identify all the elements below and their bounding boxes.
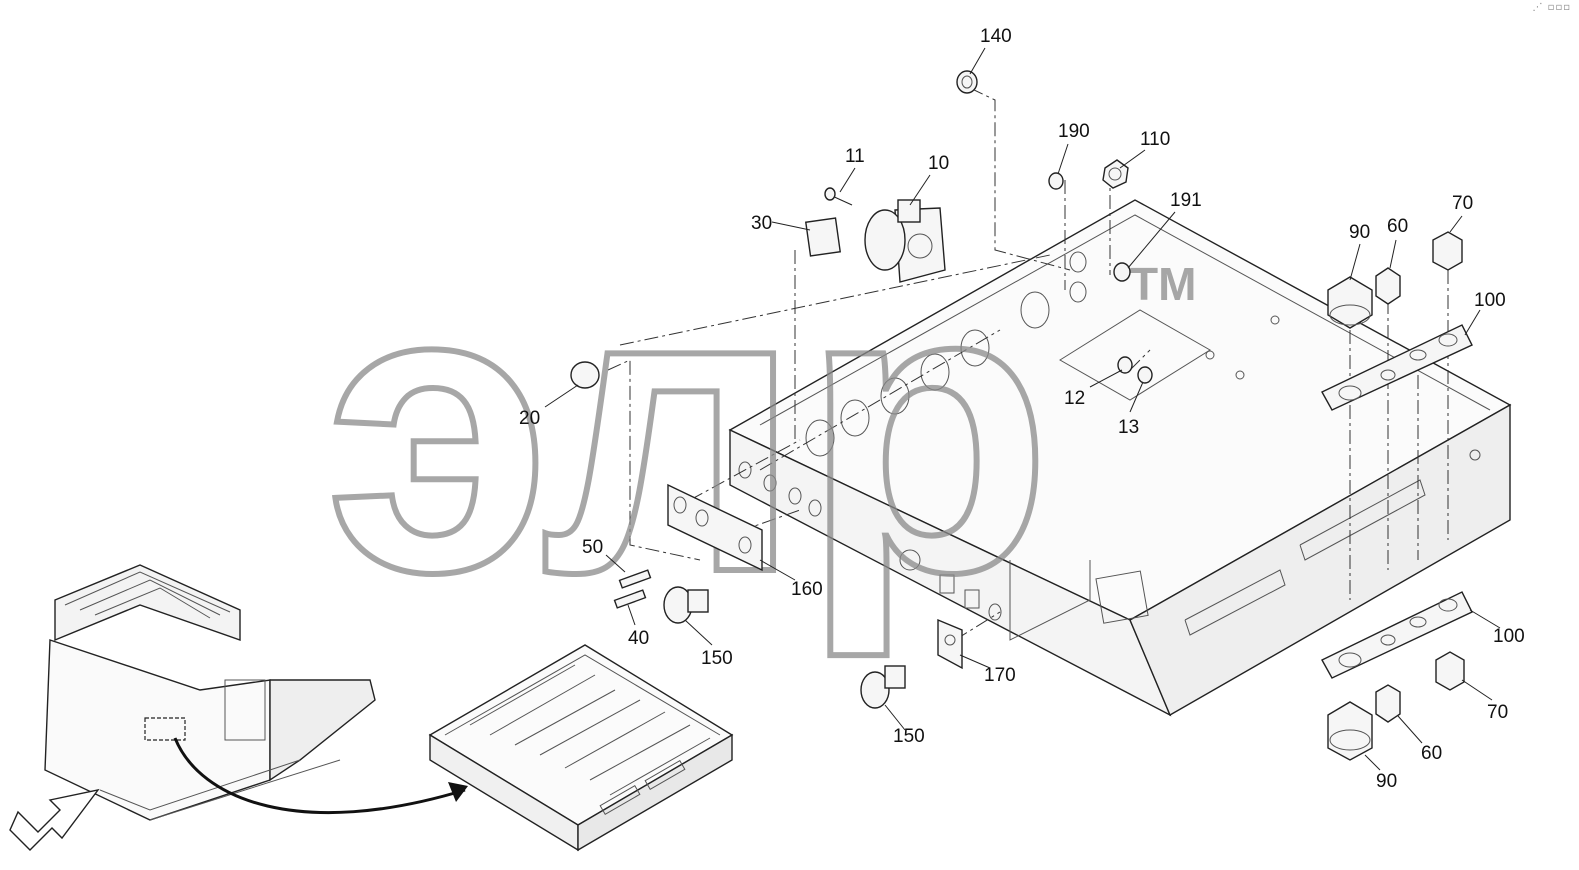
part-20-cap — [570, 361, 600, 389]
callout-70-top: 70 — [1452, 193, 1473, 214]
callout-150-a: 150 — [701, 648, 733, 669]
callout-10: 10 — [928, 153, 949, 174]
callout-30: 30 — [751, 213, 772, 234]
part-12-washer — [1117, 356, 1133, 374]
callout-190: 190 — [1058, 121, 1090, 142]
part-100-plate-top — [1321, 324, 1473, 411]
part-140-grommet — [956, 70, 978, 94]
callout-20: 20 — [519, 408, 540, 429]
callout-60-bottom: 60 — [1421, 743, 1442, 764]
part-110-nut — [1102, 159, 1129, 189]
part-50-fuse — [618, 569, 652, 589]
callout-11: 11 — [845, 146, 865, 167]
cabinet-overview — [428, 644, 734, 852]
callout-110: 110 — [1140, 129, 1170, 150]
callout-50: 50 — [582, 537, 603, 558]
callout-100-top: 100 — [1474, 290, 1506, 311]
machine-overview — [44, 564, 376, 821]
part-190-nut — [1048, 172, 1064, 190]
callout-100-bottom: 100 — [1493, 626, 1525, 647]
callout-13: 13 — [1118, 417, 1139, 438]
callout-60-top: 60 — [1387, 216, 1408, 237]
callout-12: 12 — [1064, 388, 1085, 409]
callout-40: 40 — [628, 628, 649, 649]
watermark-tm: TM — [1130, 258, 1196, 310]
part-70-gland-top — [1432, 231, 1463, 271]
callout-90-top: 90 — [1349, 222, 1370, 243]
control-box-housing — [728, 199, 1512, 717]
callout-191: 191 — [1170, 190, 1202, 211]
callout-labels: 140 190 110 11 10 191 30 90 60 70 100 20… — [519, 26, 1525, 792]
part-170-plate — [937, 618, 963, 670]
link-arrow — [173, 737, 468, 815]
part-90-gland-bottom — [1327, 701, 1373, 761]
corner-mark: ⋰ ▫▫▫ — [1532, 2, 1571, 13]
callout-90-bottom: 90 — [1376, 771, 1397, 792]
callout-150-b: 150 — [893, 726, 925, 747]
callout-170: 170 — [984, 665, 1016, 686]
direction-arrow — [9, 788, 100, 851]
part-150-button-b — [860, 665, 906, 709]
part-13-nut — [1137, 366, 1153, 384]
leader-lines — [544, 47, 1501, 771]
part-70-gland-bottom — [1435, 651, 1465, 691]
part-11-screw — [824, 187, 853, 206]
part-160-plate — [667, 483, 763, 572]
part-100-plate-bottom — [1321, 591, 1473, 679]
assembly-lines — [607, 87, 1449, 641]
part-60-gland-top — [1375, 267, 1401, 305]
part-40-fuse — [613, 589, 647, 609]
callout-160: 160 — [791, 579, 823, 600]
callout-140: 140 — [980, 26, 1012, 47]
part-10-switch — [864, 199, 946, 283]
callout-70-bottom: 70 — [1487, 702, 1508, 723]
part-60-gland-bottom — [1375, 684, 1401, 723]
part-30-contact-block — [804, 217, 842, 257]
part-191-washer — [1113, 262, 1131, 282]
part-90-gland-top — [1327, 276, 1373, 329]
part-150-button-a — [663, 586, 709, 624]
